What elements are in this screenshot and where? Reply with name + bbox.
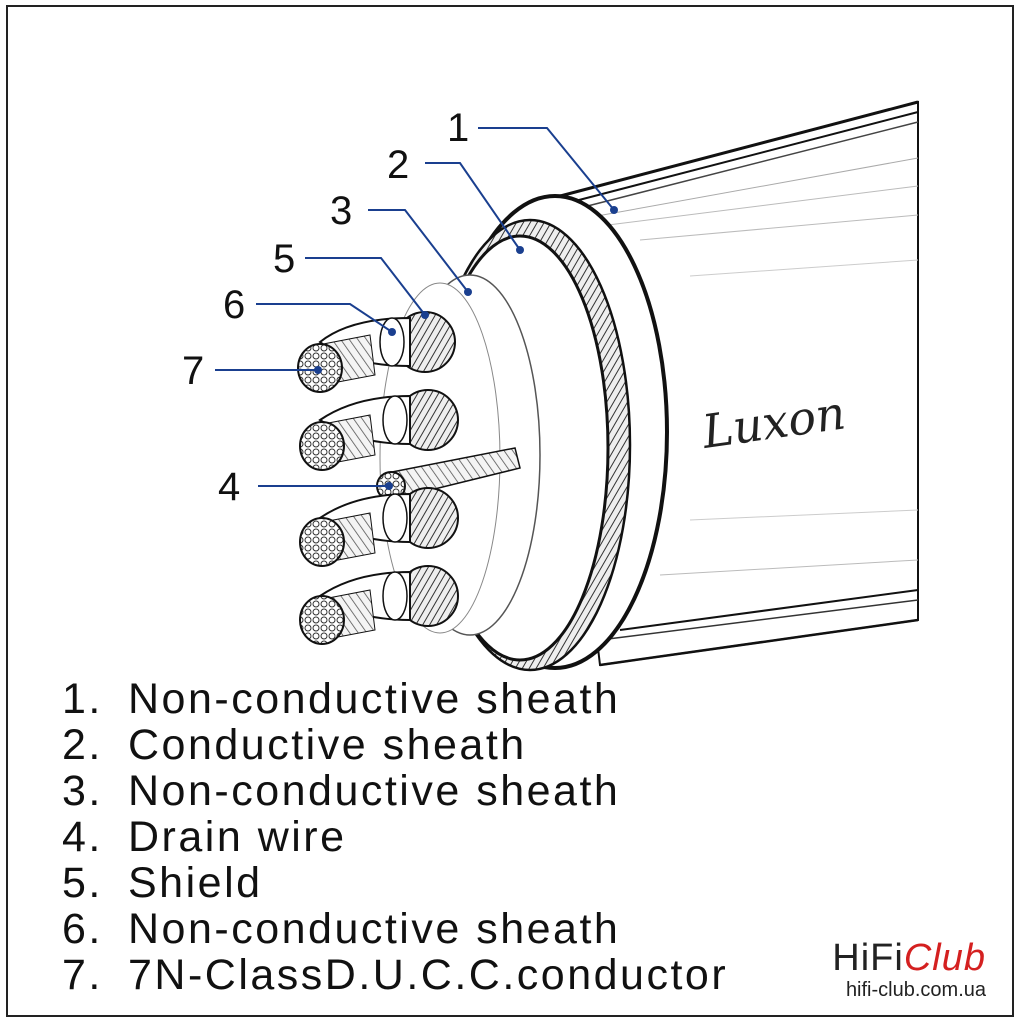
legend-item: 2. Conductive sheath	[62, 722, 728, 768]
conductor-4	[299, 565, 459, 645]
callout-2: 2	[387, 143, 409, 187]
conductor-2	[299, 389, 459, 471]
conductor-3	[299, 487, 459, 567]
legend-text: Drain wire	[128, 813, 347, 861]
legend-text: Non-conductive sheath	[128, 767, 621, 815]
watermark-logo-club: Club	[903, 937, 986, 979]
watermark-logo: HiFiClub	[832, 938, 986, 978]
legend-number: 5.	[62, 859, 103, 907]
callout-3: 3	[330, 189, 352, 233]
callout-6: 6	[223, 283, 245, 327]
legend-item: 5. Shield	[62, 860, 728, 906]
legend-item: 4. Drain wire	[62, 814, 728, 860]
legend-number: 4.	[62, 813, 103, 861]
legend-item: 7. 7N-ClassD.U.C.C.conductor	[62, 952, 728, 998]
watermark-logo-hifi: HiFi	[832, 937, 904, 979]
legend-number: 2.	[62, 721, 103, 769]
leader-dots	[314, 206, 618, 490]
legend-number: 6.	[62, 905, 103, 953]
watermark-url: hifi-club.com.ua	[845, 979, 986, 1001]
legend-text: Conductive sheath	[128, 721, 527, 769]
callout-1: 1	[447, 106, 469, 150]
callout-7: 7	[182, 349, 204, 393]
legend-text: Non-conductive sheath	[128, 905, 621, 953]
legend-item: 1. Non-conductive sheath	[62, 676, 728, 722]
callout-5: 5	[273, 237, 295, 281]
watermark: HiFiClub hifi-club.com.ua	[832, 938, 986, 1000]
legend-number: 7.	[62, 951, 103, 999]
legend-number: 1.	[62, 675, 103, 723]
legend-number: 3.	[62, 767, 103, 815]
legend-text: Shield	[128, 859, 263, 907]
legend-list: 1. Non-conductive sheath 2. Conductive she…	[62, 676, 728, 998]
legend-item: 6. Non-conductive sheath	[62, 906, 728, 952]
legend-text: Non-conductive sheath	[128, 675, 621, 723]
legend-text: 7N-ClassD.U.C.C.conductor	[128, 951, 729, 999]
leader-lines	[215, 127, 615, 487]
cable-cross-section-diagram: Luxon 1 2 3 5 6 7 4	[182, 100, 919, 672]
legend-item: 3. Non-conductive sheath	[62, 768, 728, 814]
callout-4: 4	[218, 465, 240, 509]
